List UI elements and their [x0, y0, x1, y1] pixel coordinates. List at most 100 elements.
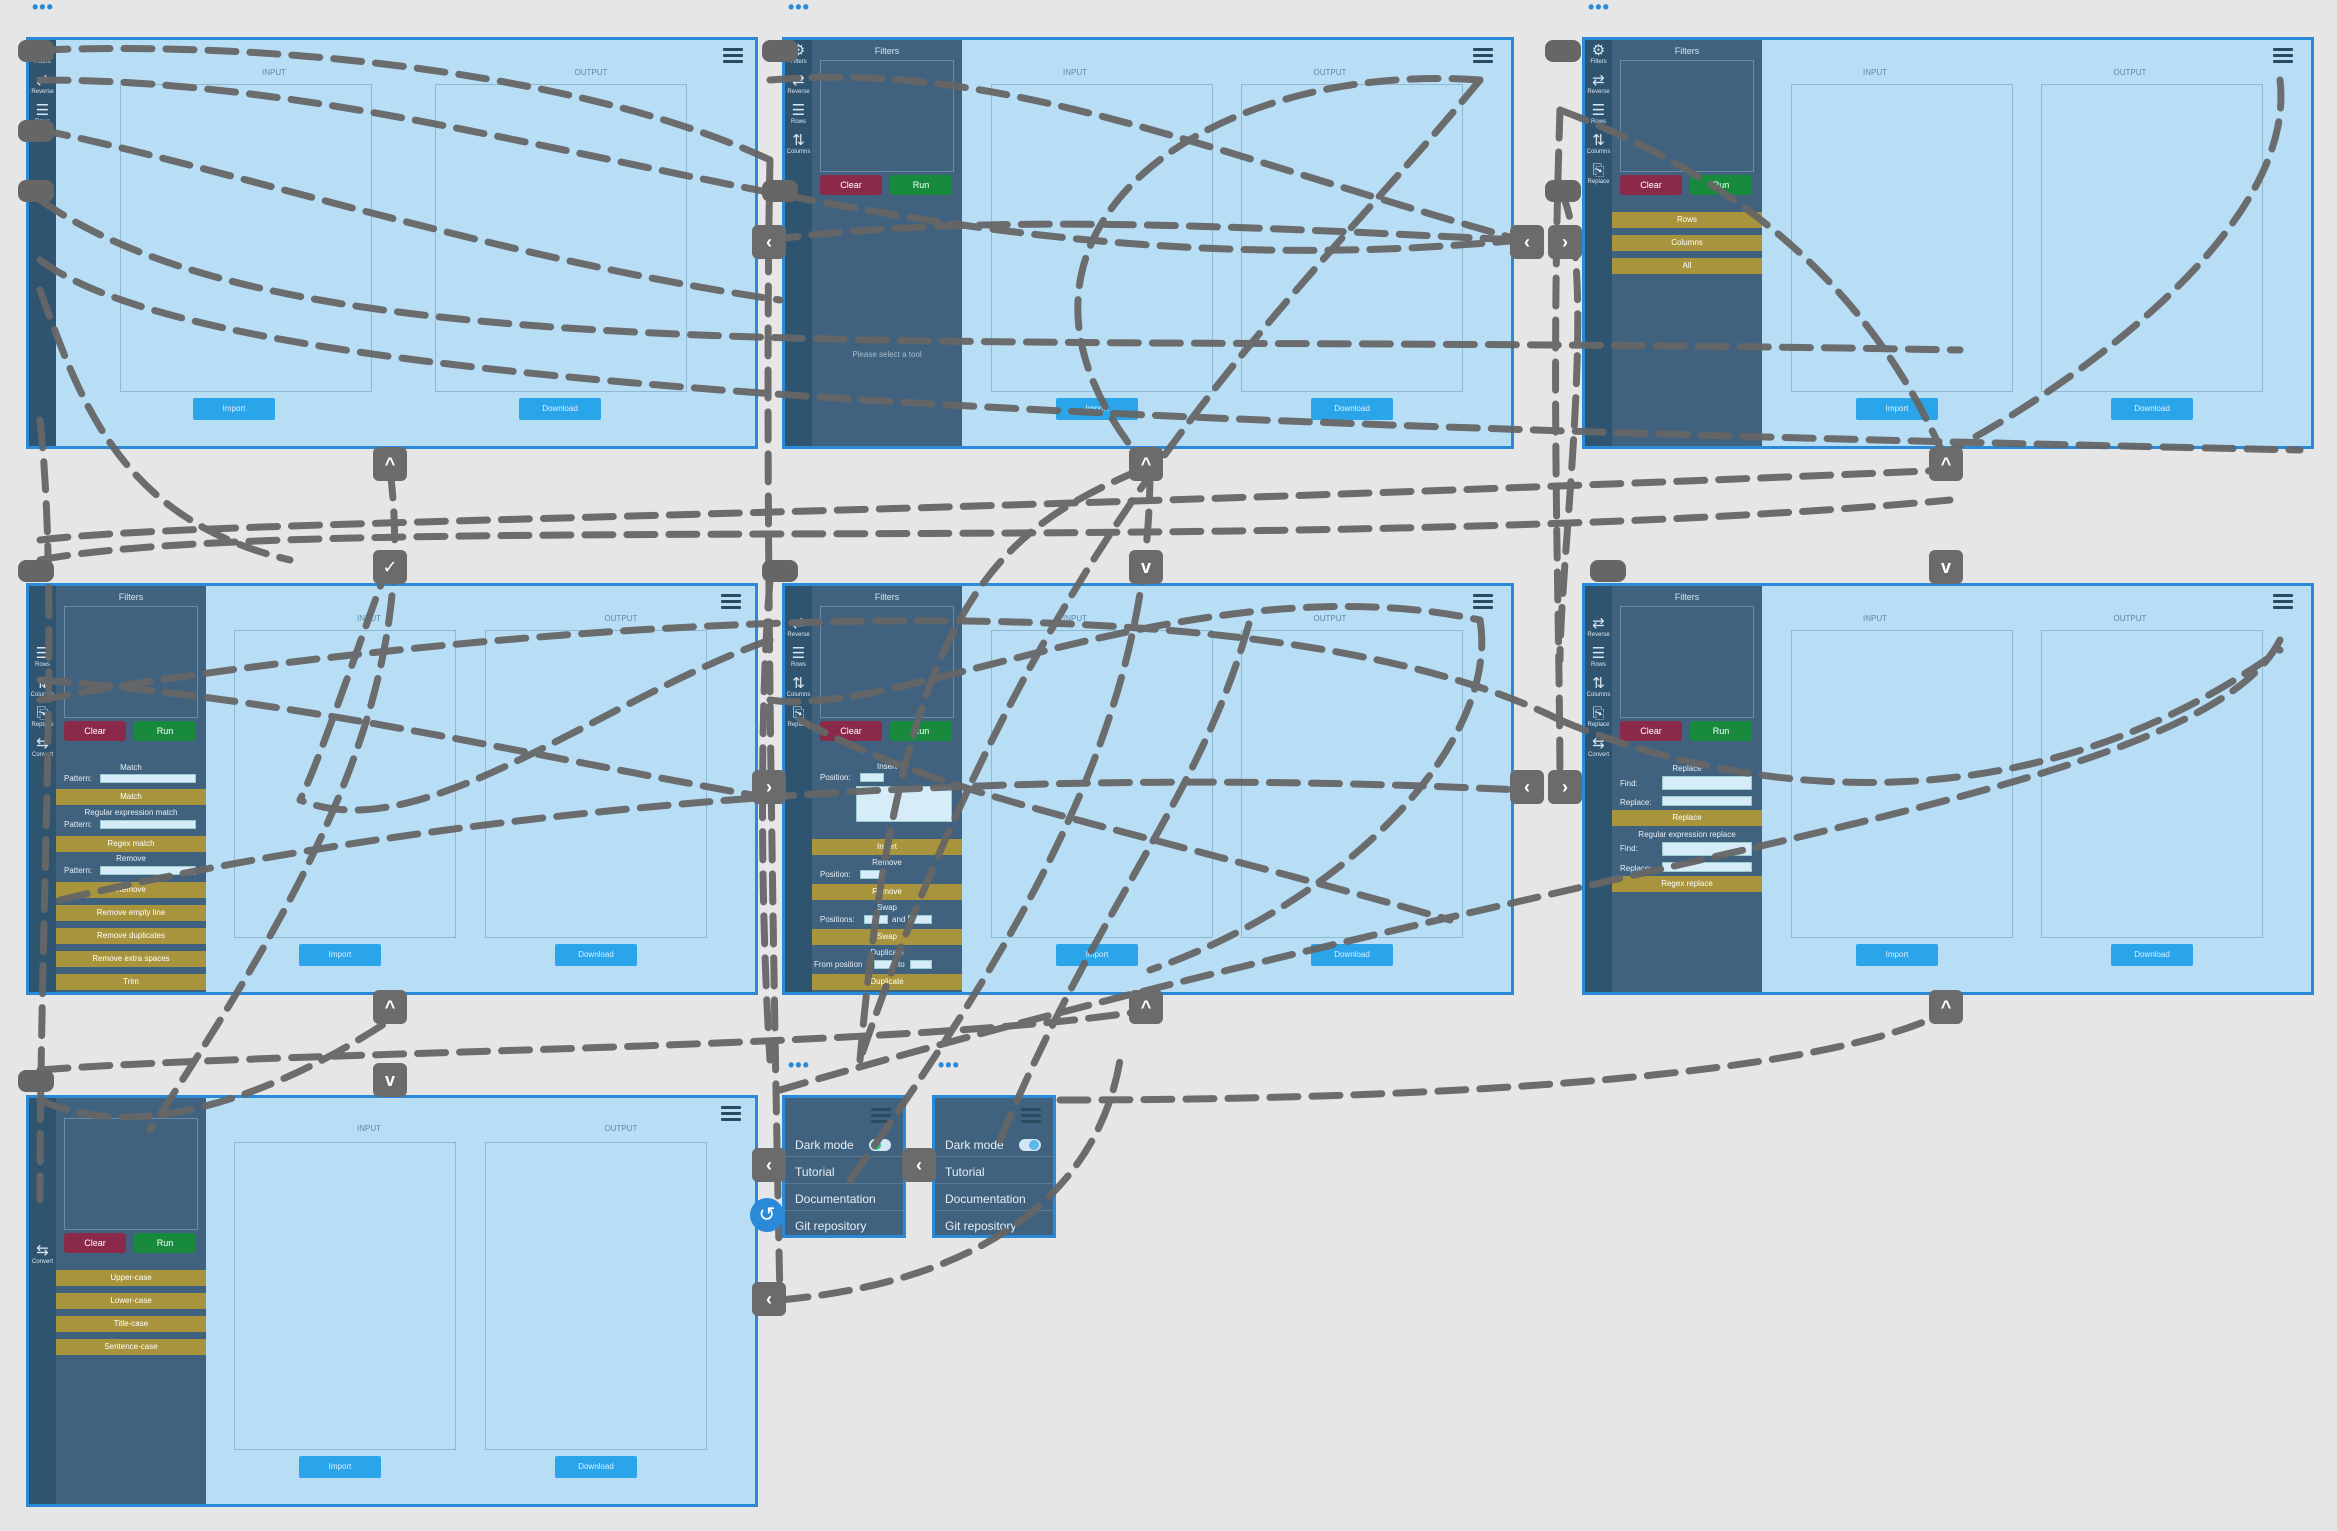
swap-button[interactable]: Swap	[812, 929, 962, 945]
clear-button[interactable]: Clear	[64, 1233, 126, 1253]
download-button[interactable]: Download	[555, 1456, 637, 1478]
documentation-menu-item[interactable]: Documentation	[795, 1192, 876, 1206]
reverse-all-button[interactable]: All	[1612, 258, 1762, 274]
clear-button[interactable]: Clear	[1620, 721, 1682, 741]
lower-case-button[interactable]: Lower-case	[56, 1293, 206, 1309]
git-repository-menu-item[interactable]: Git repository	[795, 1219, 867, 1233]
flow-up-button[interactable]: ^	[1129, 990, 1163, 1024]
flow-right-button[interactable]: ›	[752, 770, 786, 804]
artboard-options-dots[interactable]: •••	[938, 1055, 960, 1075]
sidebar-item-replace[interactable]: ⎘Replace	[1585, 706, 1612, 729]
flow-down-button[interactable]: v	[1129, 550, 1163, 584]
download-button[interactable]: Download	[519, 398, 601, 420]
sentence-case-button[interactable]: Sentence-case	[56, 1339, 206, 1355]
import-button[interactable]: Import	[1056, 944, 1138, 966]
run-button[interactable]: Run	[134, 1233, 196, 1253]
import-button[interactable]: Import	[193, 398, 275, 420]
documentation-menu-item[interactable]: Documentation	[945, 1192, 1026, 1206]
flow-down-button[interactable]: v	[1929, 550, 1963, 584]
hamburger-menu-icon[interactable]	[2273, 48, 2293, 66]
tutorial-menu-item[interactable]: Tutorial	[945, 1165, 985, 1179]
reverse-columns-button[interactable]: Columns	[1612, 235, 1762, 251]
sidebar-item-columns[interactable]: ⇅Columns	[786, 132, 811, 156]
sidebar-item-columns[interactable]: ⇅Columns	[1586, 675, 1611, 699]
remove-duplicates-button[interactable]: Remove duplicates	[56, 928, 206, 944]
menu-dark[interactable]: Dark mode Tutorial Documentation Git rep…	[932, 1095, 1056, 1238]
run-button[interactable]: Run	[890, 721, 952, 741]
flow-up-button[interactable]: ^	[373, 447, 407, 481]
flow-left-button[interactable]: ‹	[1510, 225, 1544, 259]
sidebar-item-rows[interactable]: ☰Rows	[1585, 646, 1612, 669]
match-pattern-input[interactable]	[100, 774, 196, 783]
filters-list-box[interactable]	[64, 606, 198, 718]
artboard-options-dots[interactable]: •••	[788, 1055, 810, 1075]
hamburger-menu-icon[interactable]	[721, 1106, 741, 1124]
replace-input[interactable]	[1662, 796, 1752, 806]
insert-position-input[interactable]	[860, 773, 884, 782]
flow-left-button[interactable]: ‹	[752, 1282, 786, 1316]
sidebar-item-filters[interactable]: ⚙Filters	[1585, 43, 1612, 66]
download-button[interactable]: Download	[555, 944, 637, 966]
remove-button[interactable]: Remove	[56, 882, 206, 898]
import-button[interactable]: Import	[299, 1456, 381, 1478]
remove-extra-spaces-button[interactable]: Remove extra spaces	[56, 951, 206, 967]
regex-pattern-input[interactable]	[100, 820, 196, 829]
run-button[interactable]: Run	[1690, 175, 1752, 195]
match-button[interactable]: Match	[56, 789, 206, 805]
sidebar-item-columns[interactable]: ⇅Columns	[786, 675, 811, 699]
run-button[interactable]: Run	[1690, 721, 1752, 741]
download-button[interactable]: Download	[2111, 398, 2193, 420]
flow-left-button[interactable]: ‹	[752, 1148, 786, 1182]
replace-button[interactable]: Replace	[1612, 810, 1762, 826]
output-textarea[interactable]	[2041, 630, 2263, 938]
clear-button[interactable]: Clear	[64, 721, 126, 741]
tutorial-menu-item[interactable]: Tutorial	[795, 1165, 835, 1179]
filters-list-box[interactable]	[1620, 606, 1754, 718]
flow-left-button[interactable]: ‹	[902, 1148, 936, 1182]
sidebar-item-rows[interactable]: ☰Rows	[785, 646, 812, 669]
download-button[interactable]: Download	[1311, 398, 1393, 420]
sidebar-item-replace[interactable]: ⎘Replace	[1585, 163, 1612, 186]
input-textarea[interactable]	[234, 1142, 456, 1450]
run-button[interactable]: Run	[134, 721, 196, 741]
artboard-reverse[interactable]: ⚙Filters ⇄Reverse ☰Rows ⇅Columns ⎘Replac…	[1582, 37, 2314, 449]
hamburger-menu-icon[interactable]	[1021, 1108, 1041, 1126]
sidebar-item-rows[interactable]: ☰Rows	[1585, 103, 1612, 126]
output-textarea[interactable]	[2041, 84, 2263, 392]
flow-up-button[interactable]: ^	[373, 990, 407, 1024]
regex-replace-button[interactable]: Regex replace	[1612, 876, 1762, 892]
flow-up-button[interactable]: ^	[1929, 990, 1963, 1024]
flow-left-button[interactable]: ‹	[752, 225, 786, 259]
output-textarea[interactable]	[435, 84, 687, 392]
dark-mode-toggle[interactable]	[1019, 1139, 1041, 1151]
filters-list-box[interactable]	[820, 60, 954, 172]
import-button[interactable]: Import	[299, 944, 381, 966]
run-button[interactable]: Run	[890, 175, 952, 195]
hamburger-menu-icon[interactable]	[2273, 594, 2293, 612]
input-textarea[interactable]	[1791, 84, 2013, 392]
git-repository-menu-item[interactable]: Git repository	[945, 1219, 1017, 1233]
clear-button[interactable]: Clear	[820, 175, 882, 195]
sidebar-item-columns[interactable]: ⇅Columns	[1586, 132, 1611, 156]
clear-button[interactable]: Clear	[1620, 175, 1682, 195]
flow-up-button[interactable]: ^	[1129, 447, 1163, 481]
input-textarea[interactable]	[120, 84, 372, 392]
reverse-rows-button[interactable]: Rows	[1612, 212, 1762, 228]
flow-up-button[interactable]: ^	[1929, 447, 1963, 481]
input-textarea[interactable]	[991, 84, 1213, 392]
trim-button[interactable]: Trim	[56, 974, 206, 990]
back-arrow-icon[interactable]: ↺	[750, 1198, 784, 1232]
duplicate-to-input[interactable]	[910, 960, 932, 969]
sidebar-item-reverse[interactable]: ⇄Reverse	[1585, 73, 1612, 96]
title-case-button[interactable]: Title-case	[56, 1316, 206, 1332]
sidebar-item-reverse[interactable]: ⇄Reverse	[1585, 616, 1612, 639]
regex-match-button[interactable]: Regex match	[56, 836, 206, 852]
flow-down-button[interactable]: v	[373, 1063, 407, 1097]
import-button[interactable]: Import	[1856, 944, 1938, 966]
download-button[interactable]: Download	[1311, 944, 1393, 966]
sidebar-item-rows[interactable]: ☰Rows	[785, 103, 812, 126]
flow-left-button[interactable]: ‹	[1510, 770, 1544, 804]
filters-list-box[interactable]	[820, 606, 954, 718]
flow-check-button[interactable]: ✓	[373, 550, 407, 584]
hamburger-menu-icon[interactable]	[871, 1108, 891, 1126]
